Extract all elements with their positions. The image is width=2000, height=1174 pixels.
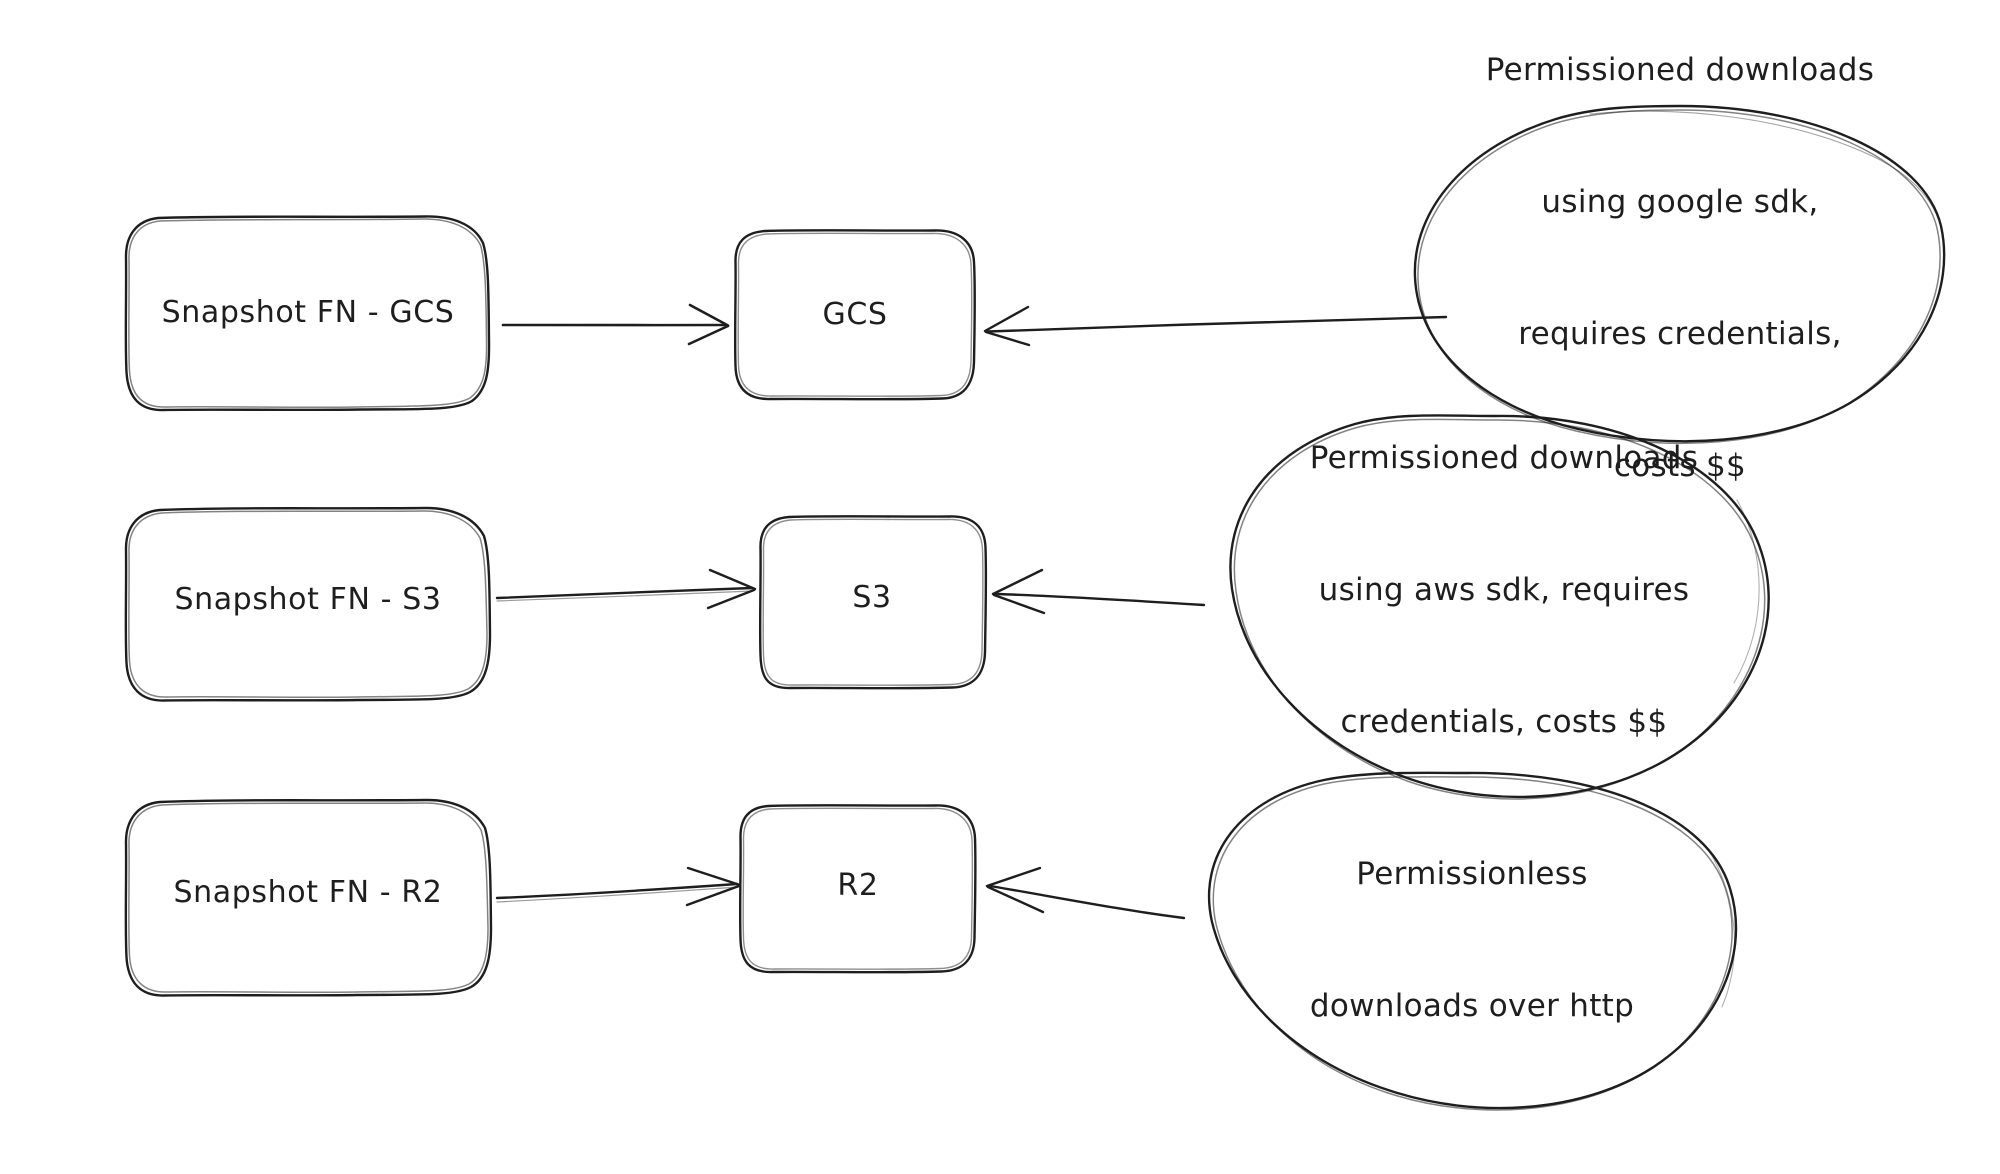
edge-gcs-fn-to-gcs (501, 303, 730, 346)
edge-note-to-s3 (991, 568, 1206, 615)
node-gcs[interactable] (733, 229, 976, 401)
node-snapshot-fn-s3[interactable] (124, 506, 492, 702)
node-note-r2[interactable] (1207, 771, 1738, 1111)
edge-s3-fn-to-s3 (495, 568, 757, 610)
node-s3[interactable] (758, 515, 988, 690)
node-r2[interactable] (738, 804, 977, 974)
node-note-s3[interactable] (1229, 414, 1770, 800)
node-snapshot-fn-r2[interactable] (124, 798, 493, 997)
node-note-gcs[interactable] (1413, 104, 1946, 444)
edge-note-to-r2 (985, 866, 1186, 920)
node-snapshot-fn-gcs[interactable] (124, 215, 491, 412)
edge-r2-fn-to-r2 (495, 866, 742, 907)
edge-note-to-gcs (983, 305, 1448, 347)
